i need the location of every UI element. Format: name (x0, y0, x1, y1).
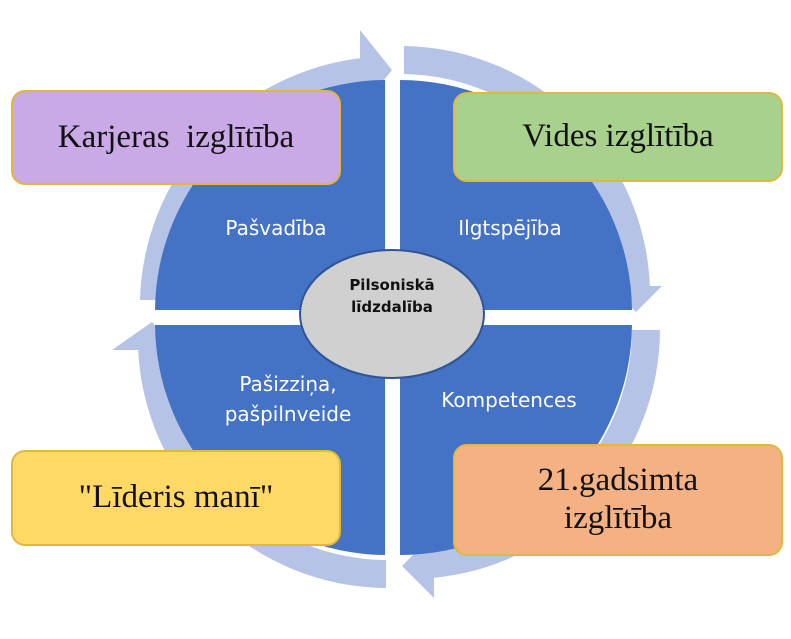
center-ellipse (299, 249, 485, 379)
quadrant-label-top-left: Pašvadība (225, 216, 326, 240)
quadrant-label-bottom-left-1: Pašizziņa, (239, 372, 336, 396)
quadrant-label-bottom-right: Kompetences (441, 388, 576, 412)
vides-label: Vides izglītība (522, 118, 714, 155)
karjeras-label: Karjeras izglītība (57, 118, 295, 155)
center-label-line2: līdzdalība (351, 298, 433, 316)
gadsimta-box: 21.gadsimta izglītība (453, 444, 783, 556)
lideris-label: "Līderis manī" (78, 479, 274, 516)
center-label-line1: Pilsoniskā (349, 276, 434, 294)
gadsimta-label-line2: izglītība (563, 500, 673, 536)
gadsimta-label-line1: 21.gadsimta (537, 462, 699, 499)
vides-box: Vides izglītība (453, 92, 783, 182)
quadrant-label-bottom-left-2: pašpilnveide (225, 402, 352, 426)
quadrant-label-top-right: Ilgtspējība (458, 216, 561, 240)
lideris-box: "Līderis manī" (11, 450, 341, 546)
karjeras-box: Karjeras izglītība (11, 90, 341, 185)
